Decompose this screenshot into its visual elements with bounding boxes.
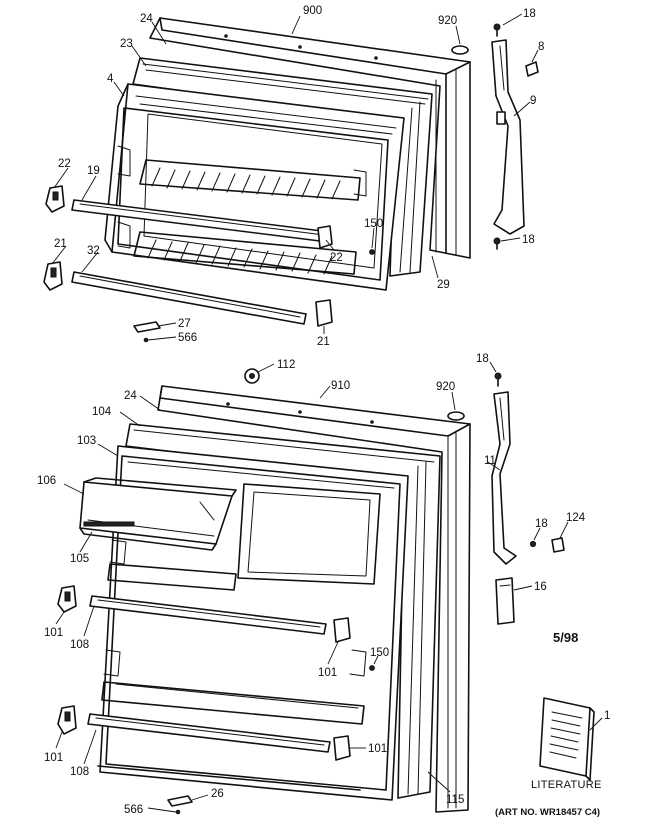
callout-566-fresh: 566 [124, 804, 143, 816]
freezer-screw-150 [369, 249, 375, 255]
callout-920-fresh: 920 [436, 381, 455, 393]
fresh-food-door-stop [167, 795, 193, 815]
fresh-food-shelf-support-left-lower [57, 705, 77, 735]
callout-32: 32 [87, 245, 100, 257]
freezer-outer-door-panel [149, 17, 471, 259]
art-number: (ART NO. WR18457 C4) [495, 807, 600, 818]
callout-112: 112 [277, 359, 295, 371]
hinge-shim-124 [551, 537, 565, 553]
fresh-food-shelf-support-left-upper [57, 585, 77, 613]
dairy-compartment-door [79, 477, 237, 551]
door-thimble [244, 368, 260, 384]
callout-22-left: 22 [58, 158, 71, 170]
screw-top [493, 23, 501, 37]
fresh-food-door-hinge [491, 391, 517, 565]
callout-22-right: 22 [330, 252, 343, 264]
freezer-door-stop [133, 321, 161, 343]
callout-1: 1 [604, 710, 610, 722]
screw-hinge-mid [529, 540, 537, 548]
freezer-shelf-bar-lower [71, 271, 307, 325]
freezer-liner-shelf-ribs [151, 167, 341, 200]
screw-bottom [493, 237, 501, 250]
freezer-shelf-support-right-lower [315, 299, 333, 327]
fresh-food-door-assembly [57, 368, 565, 815]
callout-150-freezer: 150 [364, 218, 383, 230]
callout-101-right-lower: 101 [368, 743, 387, 755]
callout-150-fresh: 150 [370, 647, 389, 659]
callout-16: 16 [534, 581, 547, 593]
literature-label: LITERATURE [531, 779, 602, 791]
callout-18-freezer-bottom: 18 [522, 234, 535, 246]
callout-101-left-lower: 101 [44, 752, 63, 764]
freezer-door-plug [451, 45, 469, 55]
callout-101-left-upper: 101 [44, 627, 63, 639]
callout-101-right-upper: 101 [318, 667, 337, 679]
freezer-door-liner [104, 83, 405, 291]
callout-29: 29 [437, 279, 450, 291]
fresh-food-screw-150 [369, 665, 375, 671]
callout-26: 26 [211, 788, 224, 800]
callout-4: 4 [107, 73, 114, 85]
freezer-shelf-support-left-upper [45, 185, 65, 213]
fresh-food-leader-lines [55, 361, 603, 813]
callout-106: 106 [37, 475, 56, 487]
fresh-food-door-plug [447, 411, 465, 421]
callout-18-freezer-top: 18 [523, 8, 536, 20]
hinge-cover [495, 577, 515, 625]
fresh-food-shelf-bar-upper [89, 595, 327, 635]
freezer-hinge-pin [525, 61, 539, 77]
callout-8: 8 [538, 41, 544, 53]
callout-18-fresh-mid: 18 [535, 518, 548, 530]
freezer-liner-lower-ribs [147, 239, 333, 275]
callout-labels: 900 24 920 18 8 23 9 4 22 19 150 22 21 3… [37, 5, 610, 816]
callout-24-freezer: 24 [140, 13, 153, 25]
callout-105: 105 [70, 553, 89, 565]
fresh-food-shelf-support-right-lower [333, 735, 351, 761]
callout-23: 23 [120, 38, 133, 50]
callout-124: 124 [566, 512, 586, 524]
fresh-food-shelf-bar-lower [87, 713, 331, 753]
callout-108-lower: 108 [70, 766, 89, 778]
fresh-food-outer-door-panel [157, 385, 471, 813]
callout-566-freezer: 566 [178, 332, 197, 344]
callout-21-right: 21 [317, 336, 330, 348]
callout-900: 900 [303, 5, 322, 17]
callout-108-upper: 108 [70, 639, 89, 651]
freezer-door-hinge [491, 39, 525, 235]
freezer-leader-lines [51, 13, 539, 341]
callout-910: 910 [331, 380, 350, 392]
fresh-food-door-gasket [125, 423, 441, 799]
callout-19: 19 [87, 165, 100, 177]
callout-11: 11 [484, 455, 496, 467]
screw-hinge-top [494, 372, 502, 387]
revision-date: 5/98 [553, 630, 578, 645]
callout-24-fresh: 24 [124, 390, 137, 402]
callout-27: 27 [178, 318, 191, 330]
callout-9: 9 [530, 95, 536, 107]
freezer-door-assembly [43, 17, 539, 343]
callout-103: 103 [77, 435, 96, 447]
callout-920-freezer: 920 [438, 15, 457, 27]
freezer-shelf-support-left-lower [43, 261, 63, 291]
callout-104: 104 [92, 406, 112, 418]
fresh-food-shelf-support-right-upper [333, 617, 351, 643]
callout-115: 115 [446, 794, 464, 806]
literature-booklet [539, 697, 595, 781]
callout-18-fresh-top: 18 [476, 353, 489, 365]
callout-21-left: 21 [54, 238, 67, 250]
